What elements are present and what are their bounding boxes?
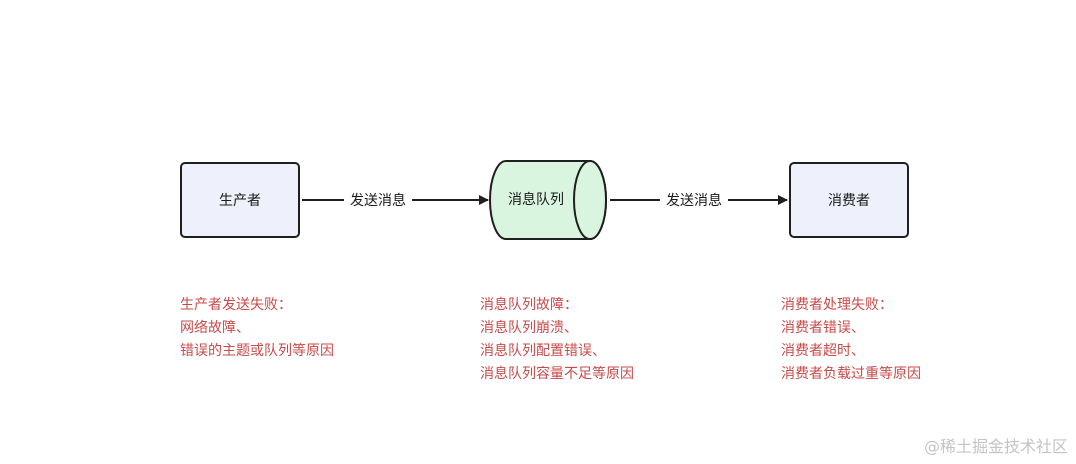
consumer-node: 消费者: [789, 162, 909, 238]
note-line: 消息队列容量不足等原因: [480, 366, 634, 382]
edge-label-send-1: 发送消息: [344, 191, 412, 211]
consumer-label: 消费者: [828, 193, 870, 209]
edge-label-send-2: 发送消息: [660, 191, 728, 211]
note-line: 消息队列故障：: [480, 297, 578, 313]
note-line: 消费者超时、: [781, 343, 865, 359]
queue-label: 消息队列: [508, 192, 564, 208]
note-line: 网络故障、: [180, 320, 250, 336]
note-line: 消息队列配置错误、: [480, 343, 606, 359]
note-line: 消费者处理失败：: [781, 297, 893, 313]
queue-cylinder: [489, 160, 607, 240]
producer-node: 生产者: [180, 162, 300, 238]
watermark: @稀土掘金技术社区: [923, 437, 1068, 456]
note-line: 生产者发送失败：: [180, 297, 292, 313]
consumer-failure-notes: 消费者处理失败： 消费者错误、 消费者超时、 消费者负载过重等原因: [781, 294, 921, 386]
note-line: 消费者负载过重等原因: [781, 366, 921, 382]
producer-label: 生产者: [219, 193, 261, 209]
note-line: 错误的主题或队列等原因: [180, 343, 334, 359]
note-line: 消息队列崩溃、: [480, 320, 578, 336]
note-line: 消费者错误、: [781, 320, 865, 336]
producer-failure-notes: 生产者发送失败： 网络故障、 错误的主题或队列等原因: [180, 294, 334, 363]
queue-failure-notes: 消息队列故障： 消息队列崩溃、 消息队列配置错误、 消息队列容量不足等原因: [480, 294, 634, 386]
